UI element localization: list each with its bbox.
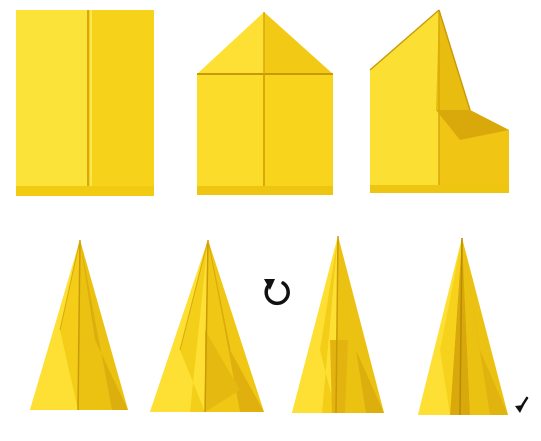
step-1-fold-in-half — [16, 10, 154, 196]
